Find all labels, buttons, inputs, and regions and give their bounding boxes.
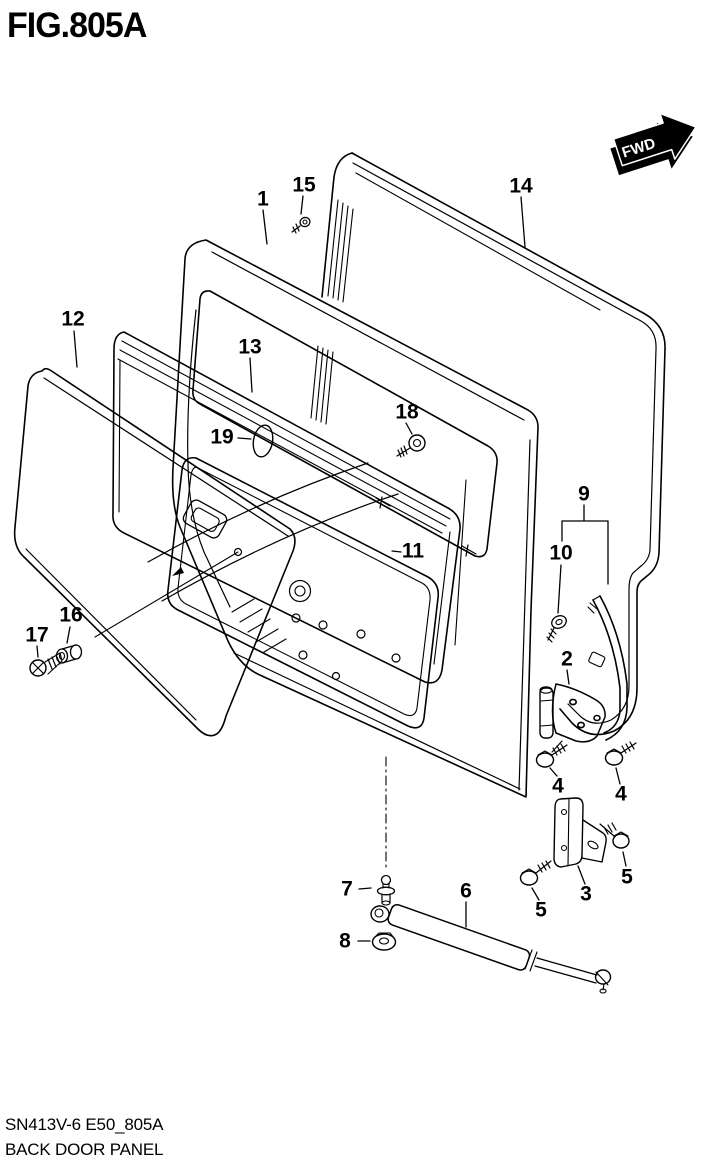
part-6-gas-stay-drawing — [370, 756, 612, 994]
fwd-arrow-icon — [612, 112, 697, 167]
part-13-window-molding-drawing — [112, 331, 461, 684]
figure-title: FIG.805A — [7, 6, 147, 46]
part-callout-6-18: 6 — [460, 879, 472, 903]
part-2-hinge-drawing — [539, 669, 606, 753]
bolt-4-left-drawing — [535, 743, 568, 777]
part-callout-14-2: 14 — [509, 174, 533, 198]
footer-code: SN413V-6 E50_805A — [5, 1115, 164, 1134]
bolt-5-right-drawing — [599, 822, 630, 867]
footer: SN413V-6 E50_805A BACK DOOR PANEL — [5, 1112, 163, 1162]
part-callout-7-19: 7 — [341, 877, 353, 901]
bolt-5-left-drawing — [519, 860, 552, 901]
part-10-screw-drawing — [546, 564, 567, 643]
bolt-4-right-drawing — [604, 741, 637, 785]
part-callout-12-3: 12 — [61, 307, 85, 331]
part-16-grommet-drawing — [55, 626, 83, 664]
part-callout-18-5: 18 — [395, 400, 419, 424]
part-19-plug-drawing — [237, 424, 274, 458]
part-callout-16-11: 16 — [59, 603, 83, 627]
part-callout-19-6: 19 — [210, 425, 234, 449]
part-18-screw-drawing — [396, 422, 426, 458]
part-callout-13-4: 13 — [238, 335, 262, 359]
part-17-screw-drawing — [29, 645, 63, 677]
part-1-door-panel-drawing — [94, 239, 539, 798]
part-12-glass-drawing — [13, 367, 296, 737]
part-11-glass-run-drawing — [166, 456, 440, 729]
part-callout-17-12: 17 — [25, 623, 49, 647]
footer-caption: BACK DOOR PANEL — [5, 1140, 164, 1159]
part-callout-15-1: 15 — [292, 173, 316, 197]
part-9-molding-drawing — [561, 504, 628, 741]
part-callout-2-10: 2 — [561, 647, 573, 671]
part-callout-3-15: 3 — [580, 882, 592, 906]
part-callout-1-0: 1 — [257, 187, 269, 211]
part-14-weatherstrip-drawing — [310, 152, 666, 736]
part-callout-9-7: 9 — [578, 482, 590, 506]
part-callout-4-13: 4 — [552, 774, 564, 798]
fwd-badge: FWD — [610, 112, 697, 176]
part-callout-5-17: 5 — [621, 865, 633, 889]
part-callout-4-14: 4 — [615, 782, 627, 806]
part-15-screw-drawing — [291, 195, 311, 234]
part-callout-11-9: 11 — [401, 539, 425, 563]
part-3-hinge-drawing — [553, 797, 607, 885]
leader-lines — [73, 196, 526, 553]
part-7-ball-stud-drawing — [358, 874, 396, 906]
part-8-nut-drawing — [357, 932, 397, 951]
part-callout-5-16: 5 — [535, 898, 547, 922]
part-callout-8-20: 8 — [339, 929, 351, 953]
part-callout-10-8: 10 — [549, 541, 573, 565]
